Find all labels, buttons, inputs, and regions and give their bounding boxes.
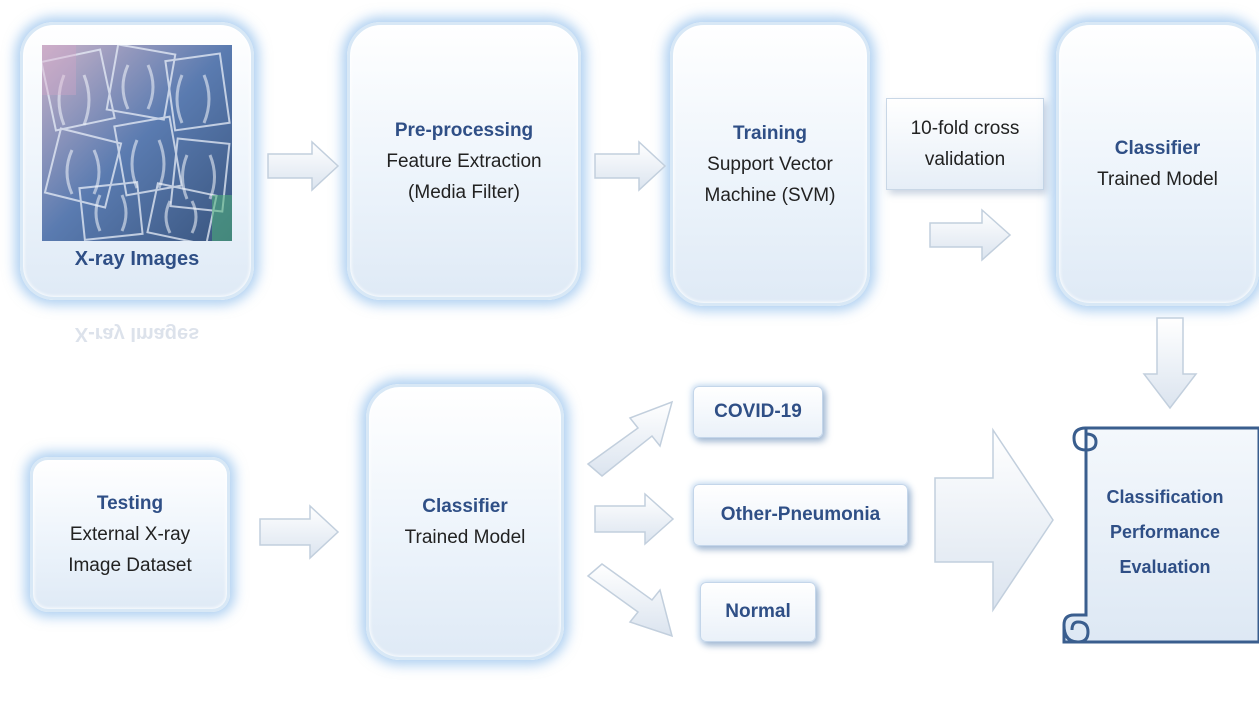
preprocessing-line-2: (Media Filter): [408, 181, 520, 203]
arrow-to-covid: [586, 400, 674, 477]
training-heading: Training: [733, 122, 807, 144]
classifier-top-line-1: Trained Model: [1097, 169, 1218, 190]
training-box: Training Support Vector Machine (SVM): [670, 22, 870, 306]
testing-box: Testing External X-ray Image Dataset: [30, 457, 230, 612]
cross-validation-box: 10-fold cross validation: [886, 98, 1044, 190]
classifier-top-heading: Classifier: [1114, 138, 1201, 159]
arrow-to-pneumonia: [594, 492, 675, 546]
testing-heading: Testing: [96, 493, 164, 514]
evaluation-line-2: Performance: [1109, 522, 1221, 542]
classifier-bottom-line-1: Trained Model: [404, 527, 526, 548]
xray-images-label: X-ray Images: [74, 248, 200, 270]
arrow-classifier-to-evaluation: [1142, 317, 1198, 410]
classifier-bottom-heading: Classifier: [422, 496, 508, 517]
output-pneumonia-label: Other-Pneumonia: [720, 504, 881, 525]
preprocessing-heading: Pre-processing: [394, 119, 534, 141]
arrow-to-normal: [586, 563, 674, 638]
classifier-top-box: Classifier Trained Model: [1056, 22, 1259, 306]
output-covid-box: COVID-19: [693, 386, 823, 438]
evaluation-line-3: Evaluation: [1119, 557, 1211, 577]
testing-line-2: Image Dataset: [68, 555, 192, 576]
preprocessing-box: Pre-processing Feature Extraction (Media…: [347, 22, 581, 300]
output-pneumonia-box: Other-Pneumonia: [693, 484, 908, 546]
cross-validation-line-2: validation: [924, 149, 1006, 170]
training-line-2: Machine (SVM): [704, 184, 836, 206]
cross-validation-line-1: 10-fold cross: [910, 118, 1020, 139]
classifier-bottom-box: Classifier Trained Model: [366, 384, 564, 660]
output-normal-box: Normal: [700, 582, 816, 642]
evaluation-line-1: Classification: [1106, 487, 1224, 507]
preprocessing-line-1: Feature Extraction: [386, 150, 542, 172]
training-line-1: Support Vector: [707, 153, 833, 175]
arrow-training-to-classifier: [929, 208, 1012, 262]
output-normal-label: Normal: [725, 601, 791, 622]
xray-collage-image: [42, 45, 232, 241]
arrow-outputs-to-evaluation: [934, 427, 1054, 613]
arrow-preprocessing-to-training: [594, 140, 667, 192]
output-covid-label: COVID-19: [714, 401, 802, 422]
testing-line-1: External X-ray: [69, 524, 191, 545]
evaluation-scroll-shape: [1062, 426, 1259, 644]
arrow-xray-to-preprocessing: [267, 140, 340, 192]
xray-images-reflection: X-ray Images: [74, 323, 200, 345]
evaluation-text: Classification Performance Evaluation: [1075, 480, 1255, 585]
arrow-testing-to-classifier: [259, 504, 340, 560]
